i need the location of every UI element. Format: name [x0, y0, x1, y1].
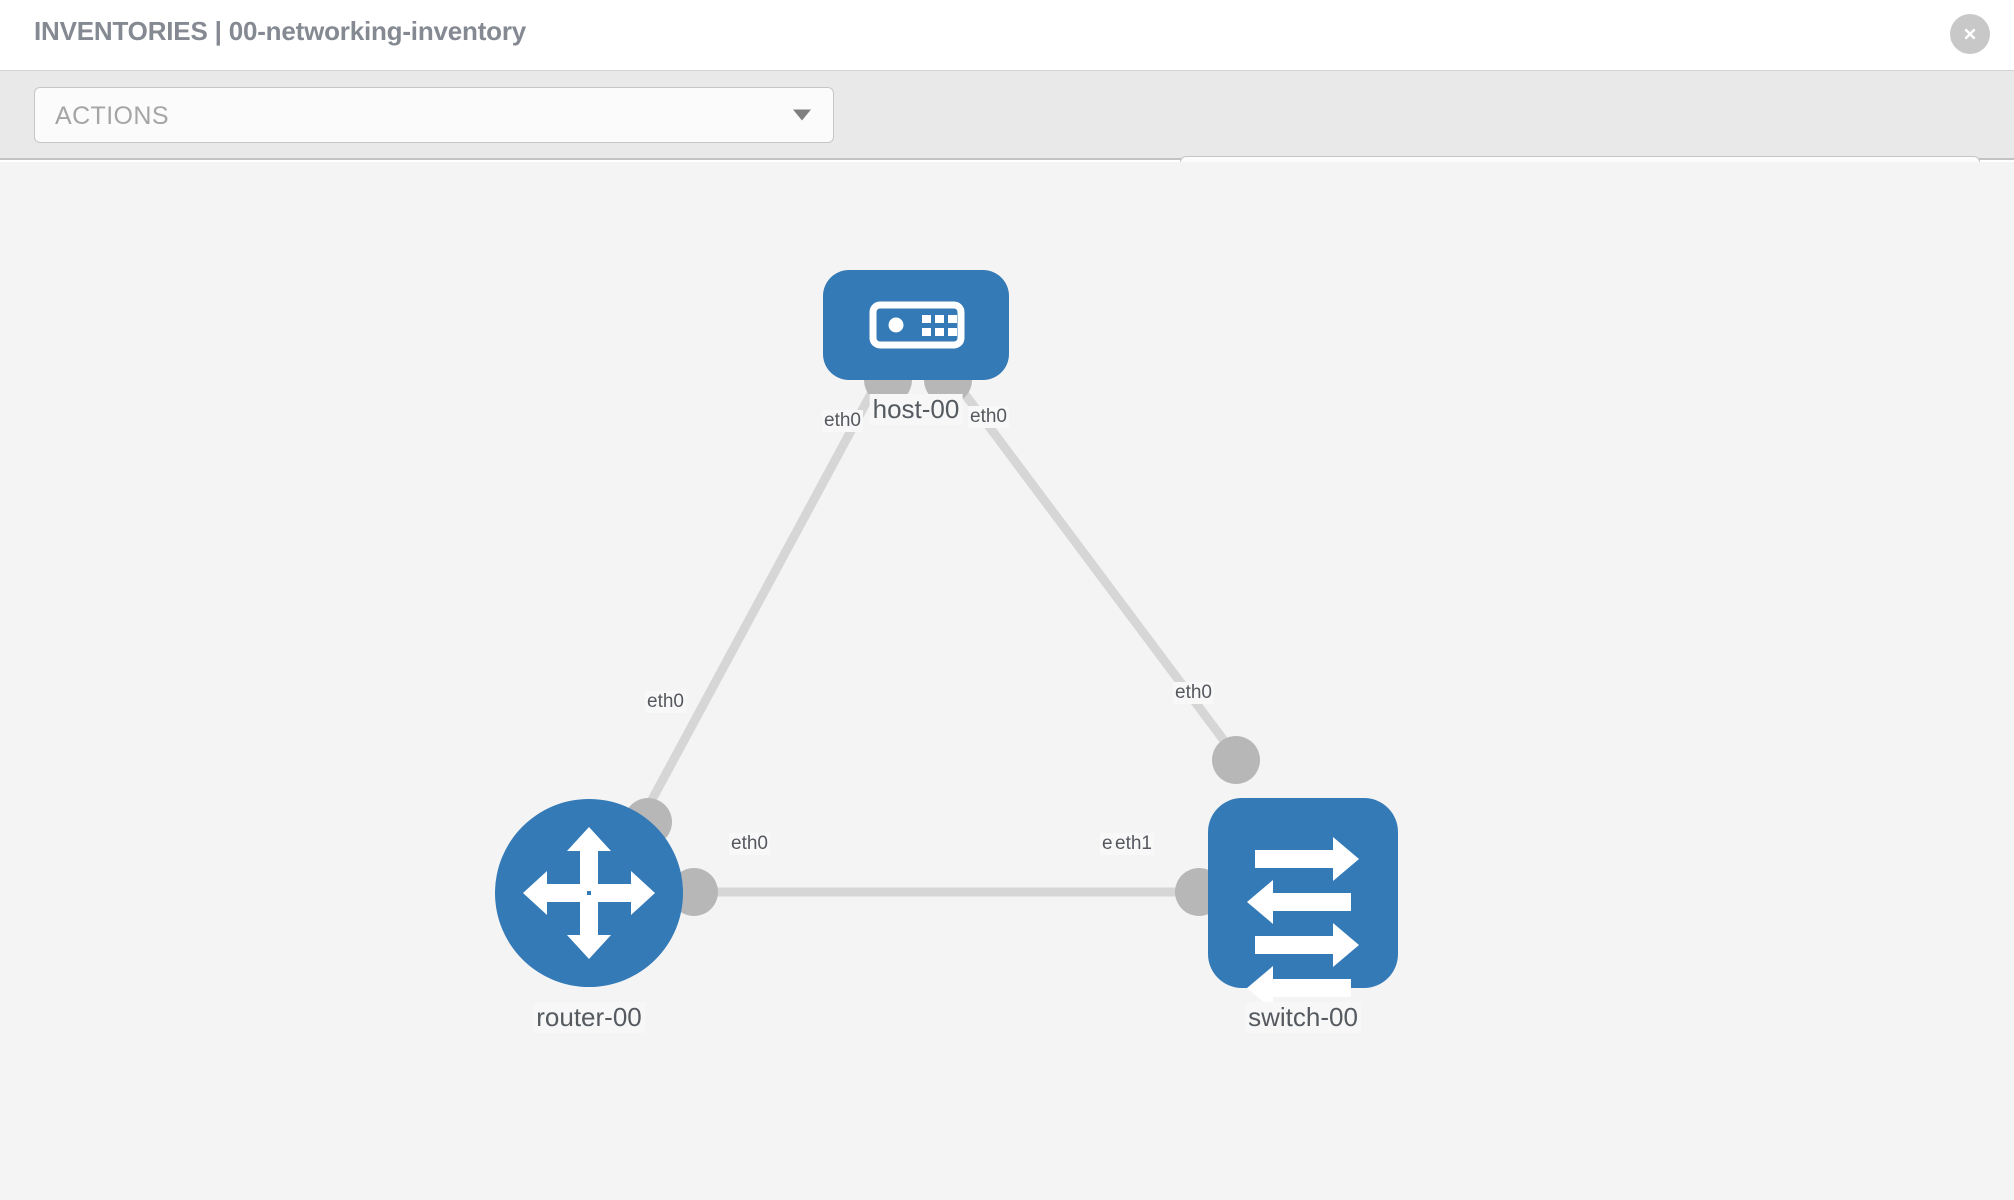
topology-canvas[interactable]: host-00 router-00 switch-00 eth0 eth0 et… [0, 162, 2014, 1200]
link-host-router[interactable] [636, 374, 884, 825]
iface-label-switch-up: eth0 [1173, 682, 1214, 704]
iface-label-switch-left-eth1: eth1 [1113, 833, 1154, 855]
toolbar: ACTIONS SEARCH [0, 70, 2014, 213]
node-router-00[interactable] [495, 799, 683, 987]
actions-dropdown-label: ACTIONS [55, 102, 169, 130]
iface-label-router-up: eth0 [645, 691, 686, 713]
page-header: INVENTORIES | 00-networking-inventory [0, 0, 2014, 70]
topology-graph [495, 270, 1398, 1010]
router-arrows-icon [523, 827, 655, 959]
iface-label-host-right: eth0 [968, 406, 1009, 428]
close-button[interactable] [1950, 14, 1990, 54]
iface-label-router-right: eth0 [729, 833, 770, 855]
port-switch-eth0-up[interactable] [1212, 736, 1260, 784]
link-layer [636, 374, 1244, 897]
node-host-00[interactable] [823, 270, 1009, 380]
link-host-switch[interactable] [948, 374, 1244, 765]
node-label-host: host-00 [869, 394, 963, 425]
node-switch-00[interactable] [1208, 798, 1398, 1010]
chevron-down-icon [793, 109, 811, 121]
close-icon [1964, 28, 1976, 40]
node-label-router: router-00 [533, 1002, 645, 1033]
iface-label-host-left: eth0 [822, 410, 863, 432]
page-title: INVENTORIES | 00-networking-inventory [34, 16, 527, 46]
switch-arrows-icon [1247, 837, 1359, 1010]
port-layer [624, 356, 1260, 916]
actions-dropdown[interactable]: ACTIONS [34, 87, 834, 143]
node-label-switch: switch-00 [1245, 1002, 1361, 1033]
server-icon [869, 301, 965, 349]
